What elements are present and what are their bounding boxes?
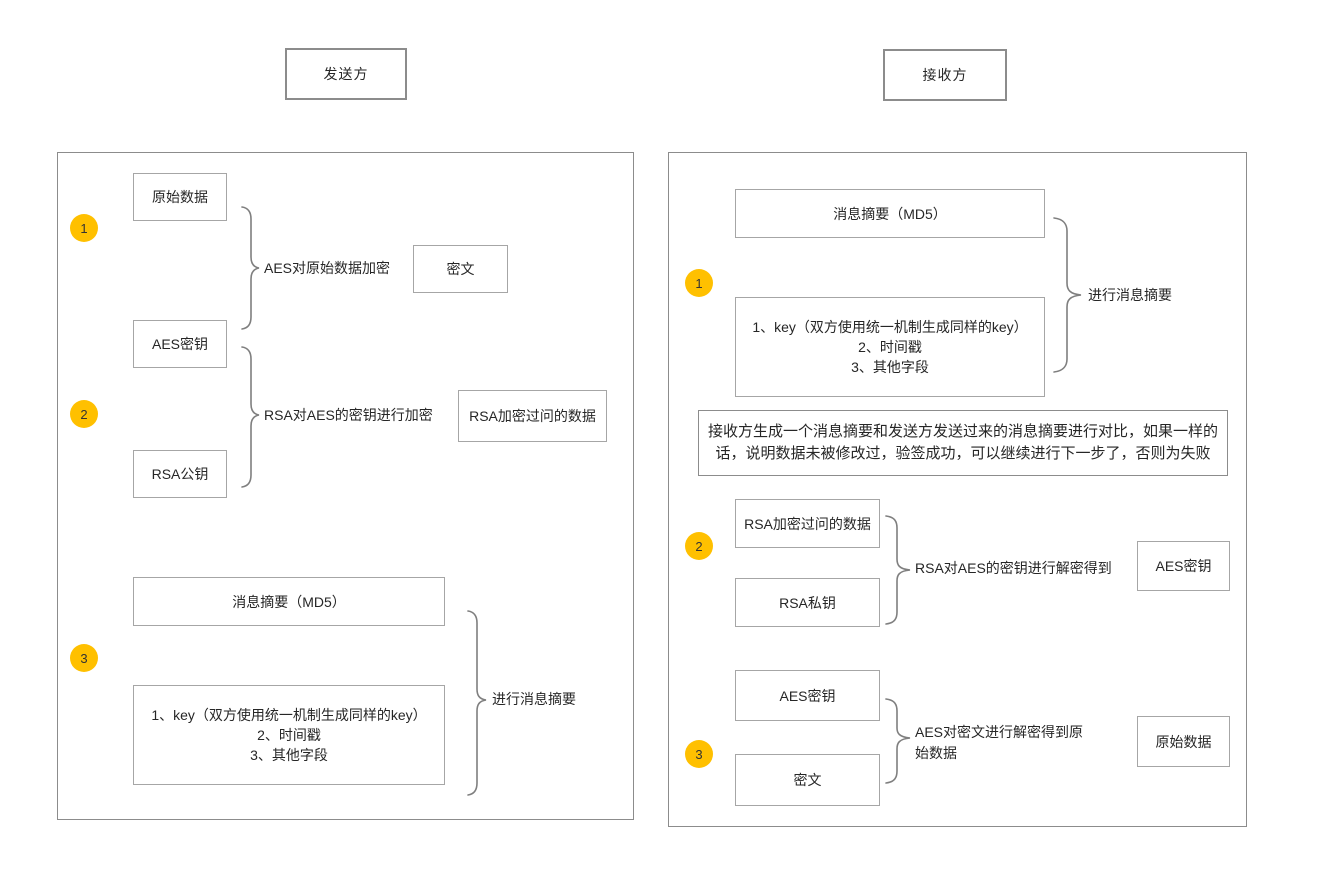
receiver-cipher-label: 密文 — [793, 772, 822, 788]
receiver-step1-brace — [1053, 217, 1082, 373]
sender-rsa-public-key-label: RSA公钥 — [151, 466, 209, 482]
receiver-digest-label: 消息摘要（MD5） — [833, 205, 947, 222]
sender-step1-badge-number: 1 — [80, 220, 88, 236]
receiver-step3-action-label: AES对密文进行解密得到原始数据 — [915, 724, 1084, 761]
receiver-aes-key-label: AES密钥 — [779, 687, 836, 704]
sender-step3-badge-number: 3 — [80, 650, 88, 666]
sender-digest-items-box: 1、key（双方使用统一机制生成同样的key） 2、时间戳 3、其他字段 — [133, 685, 445, 785]
receiver-title-box: 接收方 — [883, 49, 1007, 101]
receiver-digest-item-1: 1、key（双方使用统一机制生成同样的key） — [752, 319, 1028, 335]
sender-original-data-box: 原始数据 — [133, 173, 227, 221]
receiver-step3-badge: 3 — [685, 740, 713, 768]
receiver-rsa-encrypted-data-box: RSA加密过问的数据 — [735, 499, 880, 548]
receiver-step3-badge-number: 3 — [695, 746, 703, 762]
sender-digest-box: 消息摘要（MD5） — [133, 577, 445, 626]
receiver-aes-key-result-label: AES密钥 — [1155, 558, 1212, 574]
sender-step2-brace — [241, 346, 260, 488]
receiver-compare-note: 接收方生成一个消息摘要和发送方发送过来的消息摘要进行对比，如果一样的话，说明数据… — [698, 410, 1228, 476]
sender-cipher-label: 密文 — [446, 261, 475, 277]
sender-step3-brace — [467, 610, 487, 796]
receiver-rsa-private-key-label: RSA私钥 — [779, 594, 836, 611]
sender-step3-badge: 3 — [70, 644, 98, 672]
sender-digest-label: 消息摘要（MD5） — [232, 593, 346, 610]
receiver-cipher-box: 密文 — [735, 754, 880, 806]
sender-aes-key-box: AES密钥 — [133, 320, 227, 368]
receiver-rsa-encrypted-data-label: RSA加密过问的数据 — [744, 515, 871, 532]
sender-step2-action-label: RSA对AES的密钥进行加密 — [264, 407, 433, 423]
receiver-title-label: 接收方 — [922, 67, 968, 83]
sender-digest-item-1: 1、key（双方使用统一机制生成同样的key） — [151, 707, 427, 723]
sender-step1-brace — [241, 206, 260, 330]
sender-title-box: 发送方 — [285, 48, 407, 100]
receiver-step1-action-label: 进行消息摘要 — [1088, 287, 1172, 303]
receiver-step1-badge: 1 — [685, 269, 713, 297]
receiver-original-data-result-label: 原始数据 — [1155, 733, 1212, 750]
sender-title-label: 发送方 — [323, 66, 369, 82]
sender-step1-action-label: AES对原始数据加密 — [264, 260, 391, 276]
sender-step2-badge-number: 2 — [80, 406, 88, 422]
sender-rsa-public-key-box: RSA公钥 — [133, 450, 227, 498]
receiver-digest-box: 消息摘要（MD5） — [735, 189, 1045, 238]
receiver-step2-badge-number: 2 — [695, 538, 703, 554]
sender-rsa-encrypted-data-label: RSA加密过问的数据 — [469, 408, 596, 424]
receiver-step2-badge: 2 — [685, 532, 713, 560]
sender-step1-badge: 1 — [70, 214, 98, 242]
sender-digest-item-2: 2、时间戳 — [257, 727, 321, 743]
sender-step2-badge: 2 — [70, 400, 98, 428]
receiver-step2-brace — [885, 515, 911, 625]
receiver-step3-brace — [885, 698, 911, 784]
receiver-digest-item-2: 2、时间戳 — [858, 339, 922, 355]
receiver-original-data-result-box: 原始数据 — [1137, 716, 1230, 767]
sender-rsa-encrypted-data-box: RSA加密过问的数据 — [458, 390, 607, 442]
receiver-digest-items-box: 1、key（双方使用统一机制生成同样的key） 2、时间戳 3、其他字段 — [735, 297, 1045, 397]
receiver-step1-badge-number: 1 — [695, 275, 703, 291]
receiver-rsa-private-key-box: RSA私钥 — [735, 578, 880, 627]
receiver-digest-item-3: 3、其他字段 — [851, 359, 929, 375]
sender-step3-action-label: 进行消息摘要 — [492, 691, 576, 707]
receiver-aes-key-box: AES密钥 — [735, 670, 880, 721]
sender-aes-key-label: AES密钥 — [151, 336, 208, 352]
sender-original-data-label: 原始数据 — [152, 189, 208, 205]
receiver-step2-action-label: RSA对AES的密钥进行解密得到 — [915, 560, 1112, 576]
sender-digest-item-3: 3、其他字段 — [250, 747, 328, 763]
sender-cipher-box: 密文 — [413, 245, 508, 293]
receiver-aes-key-result-box: AES密钥 — [1137, 541, 1230, 591]
